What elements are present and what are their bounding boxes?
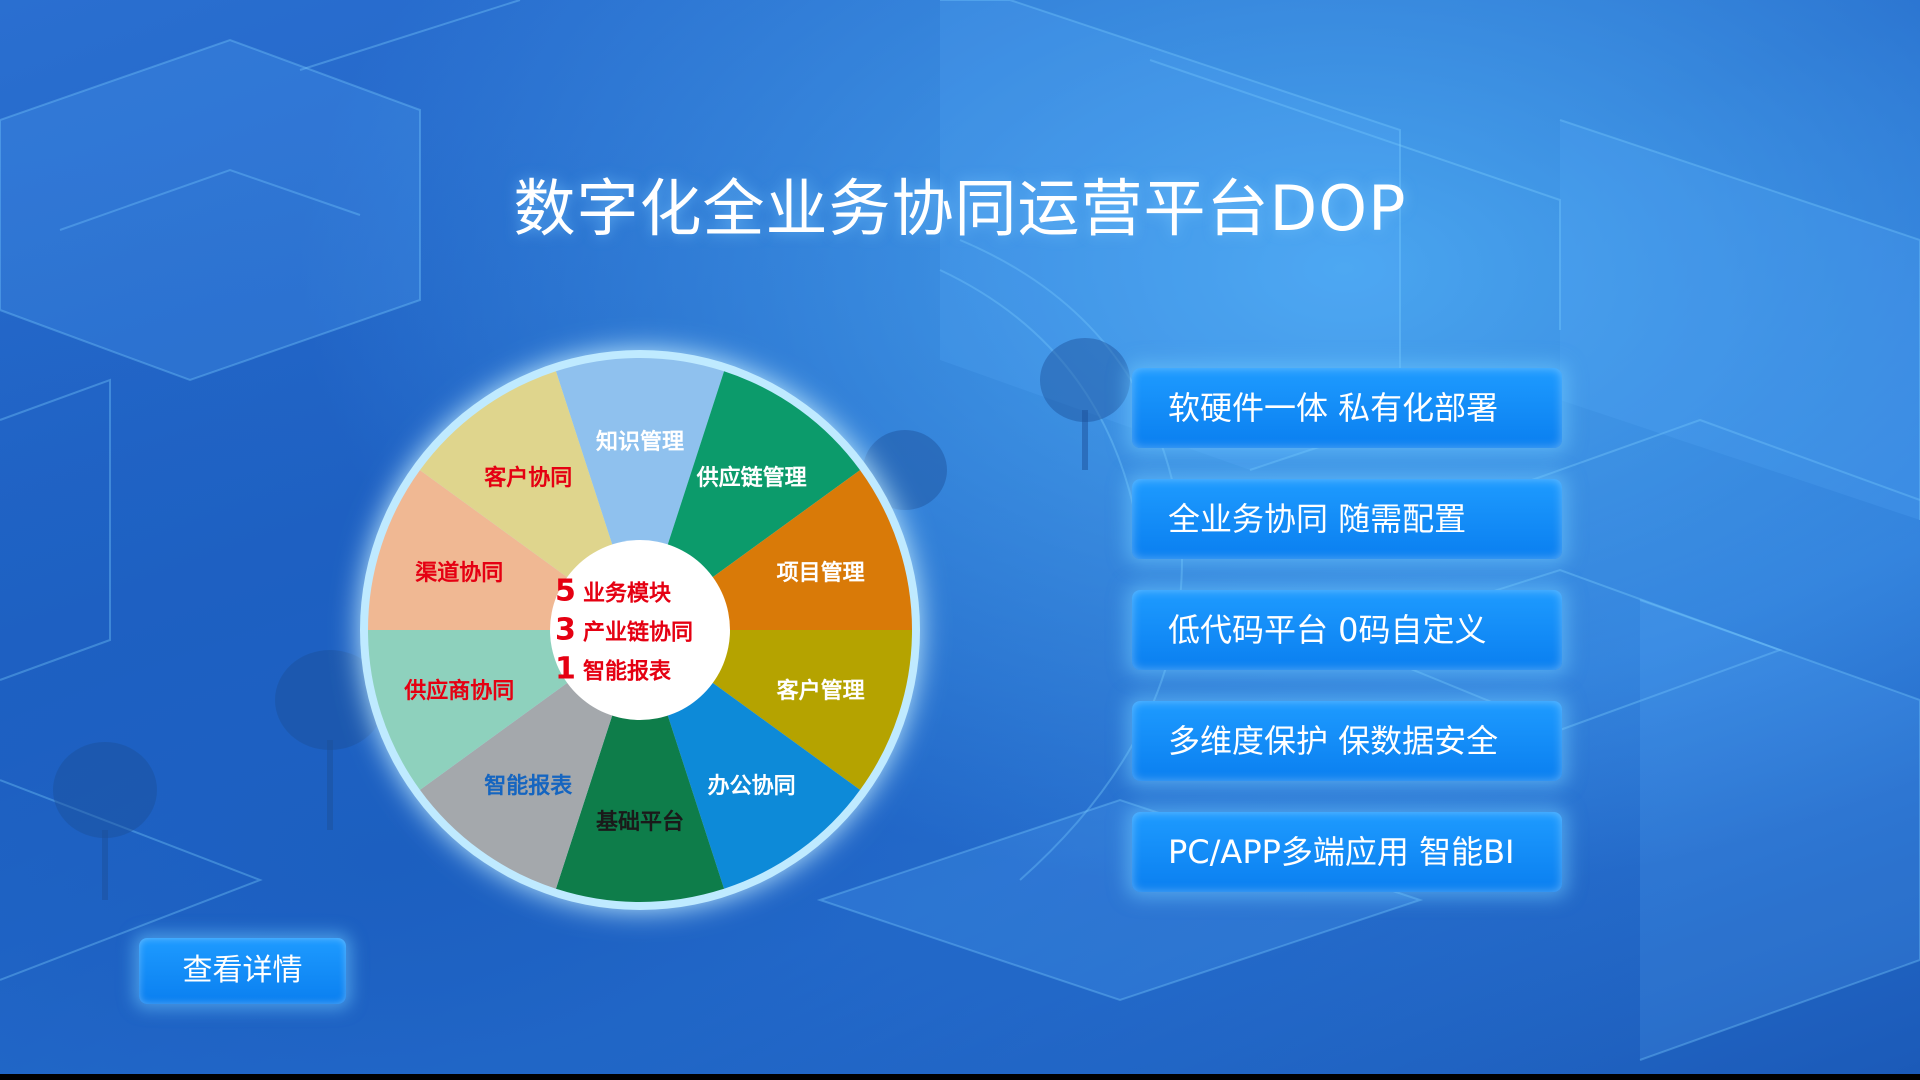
center-line: 3 产业链协同 [555, 613, 725, 648]
feature-item-multi-platform: PC/APP多端应用 智能BI [1132, 812, 1562, 892]
feature-list: 软硬件一体 私有化部署 全业务协同 随需配置 低代码平台 0码自定义 多维度保护… [1132, 368, 1562, 923]
wheel-segment-label: 供应商协同 [404, 678, 515, 704]
wheel-segment-label: 客户管理 [776, 678, 865, 704]
page-title: 数字化全业务协同运营平台DOP [513, 172, 1407, 245]
wheel-segment-label: 客户协同 [484, 466, 573, 492]
feature-item-collaboration: 全业务协同 随需配置 [1132, 479, 1562, 559]
center-line: 1 智能报表 [555, 652, 725, 687]
feature-item-integration: 软硬件一体 私有化部署 [1132, 368, 1562, 448]
business-module-wheel: 知识管理供应链管理项目管理客户管理办公协同基础平台智能报表供应商协同渠道协同客户… [340, 330, 940, 930]
center-label: 业务模块 [583, 581, 672, 607]
feature-item-low-code: 低代码平台 0码自定义 [1132, 590, 1562, 670]
wheel-center-summary: 5 业务模块 3 产业链协同 1 智能报表 [555, 570, 725, 691]
wheel-segment-label: 办公协同 [707, 773, 796, 799]
wheel-segment-label: 渠道协同 [415, 561, 504, 587]
wheel-segment-label: 知识管理 [595, 430, 685, 455]
wheel-segment-label: 供应链管理 [696, 466, 807, 492]
wheel-segment [555, 357, 725, 630]
center-count: 1 [555, 651, 576, 687]
center-label: 产业链协同 [583, 620, 694, 646]
wheel-pie [360, 350, 920, 910]
center-count: 5 [555, 573, 576, 609]
center-line: 5 业务模块 [555, 574, 725, 609]
center-count: 3 [555, 612, 576, 648]
center-label: 智能报表 [583, 659, 672, 685]
wheel-center-disc [550, 540, 730, 720]
feature-item-security: 多维度保护 保数据安全 [1132, 701, 1562, 781]
wheel-segment-label: 智能报表 [484, 773, 573, 799]
wheel-segment-label: 基础平台 [595, 810, 685, 835]
view-details-button[interactable]: 查看详情 [139, 938, 346, 1004]
wheel-segment [555, 630, 725, 903]
wheel-segment-label: 项目管理 [776, 561, 865, 587]
